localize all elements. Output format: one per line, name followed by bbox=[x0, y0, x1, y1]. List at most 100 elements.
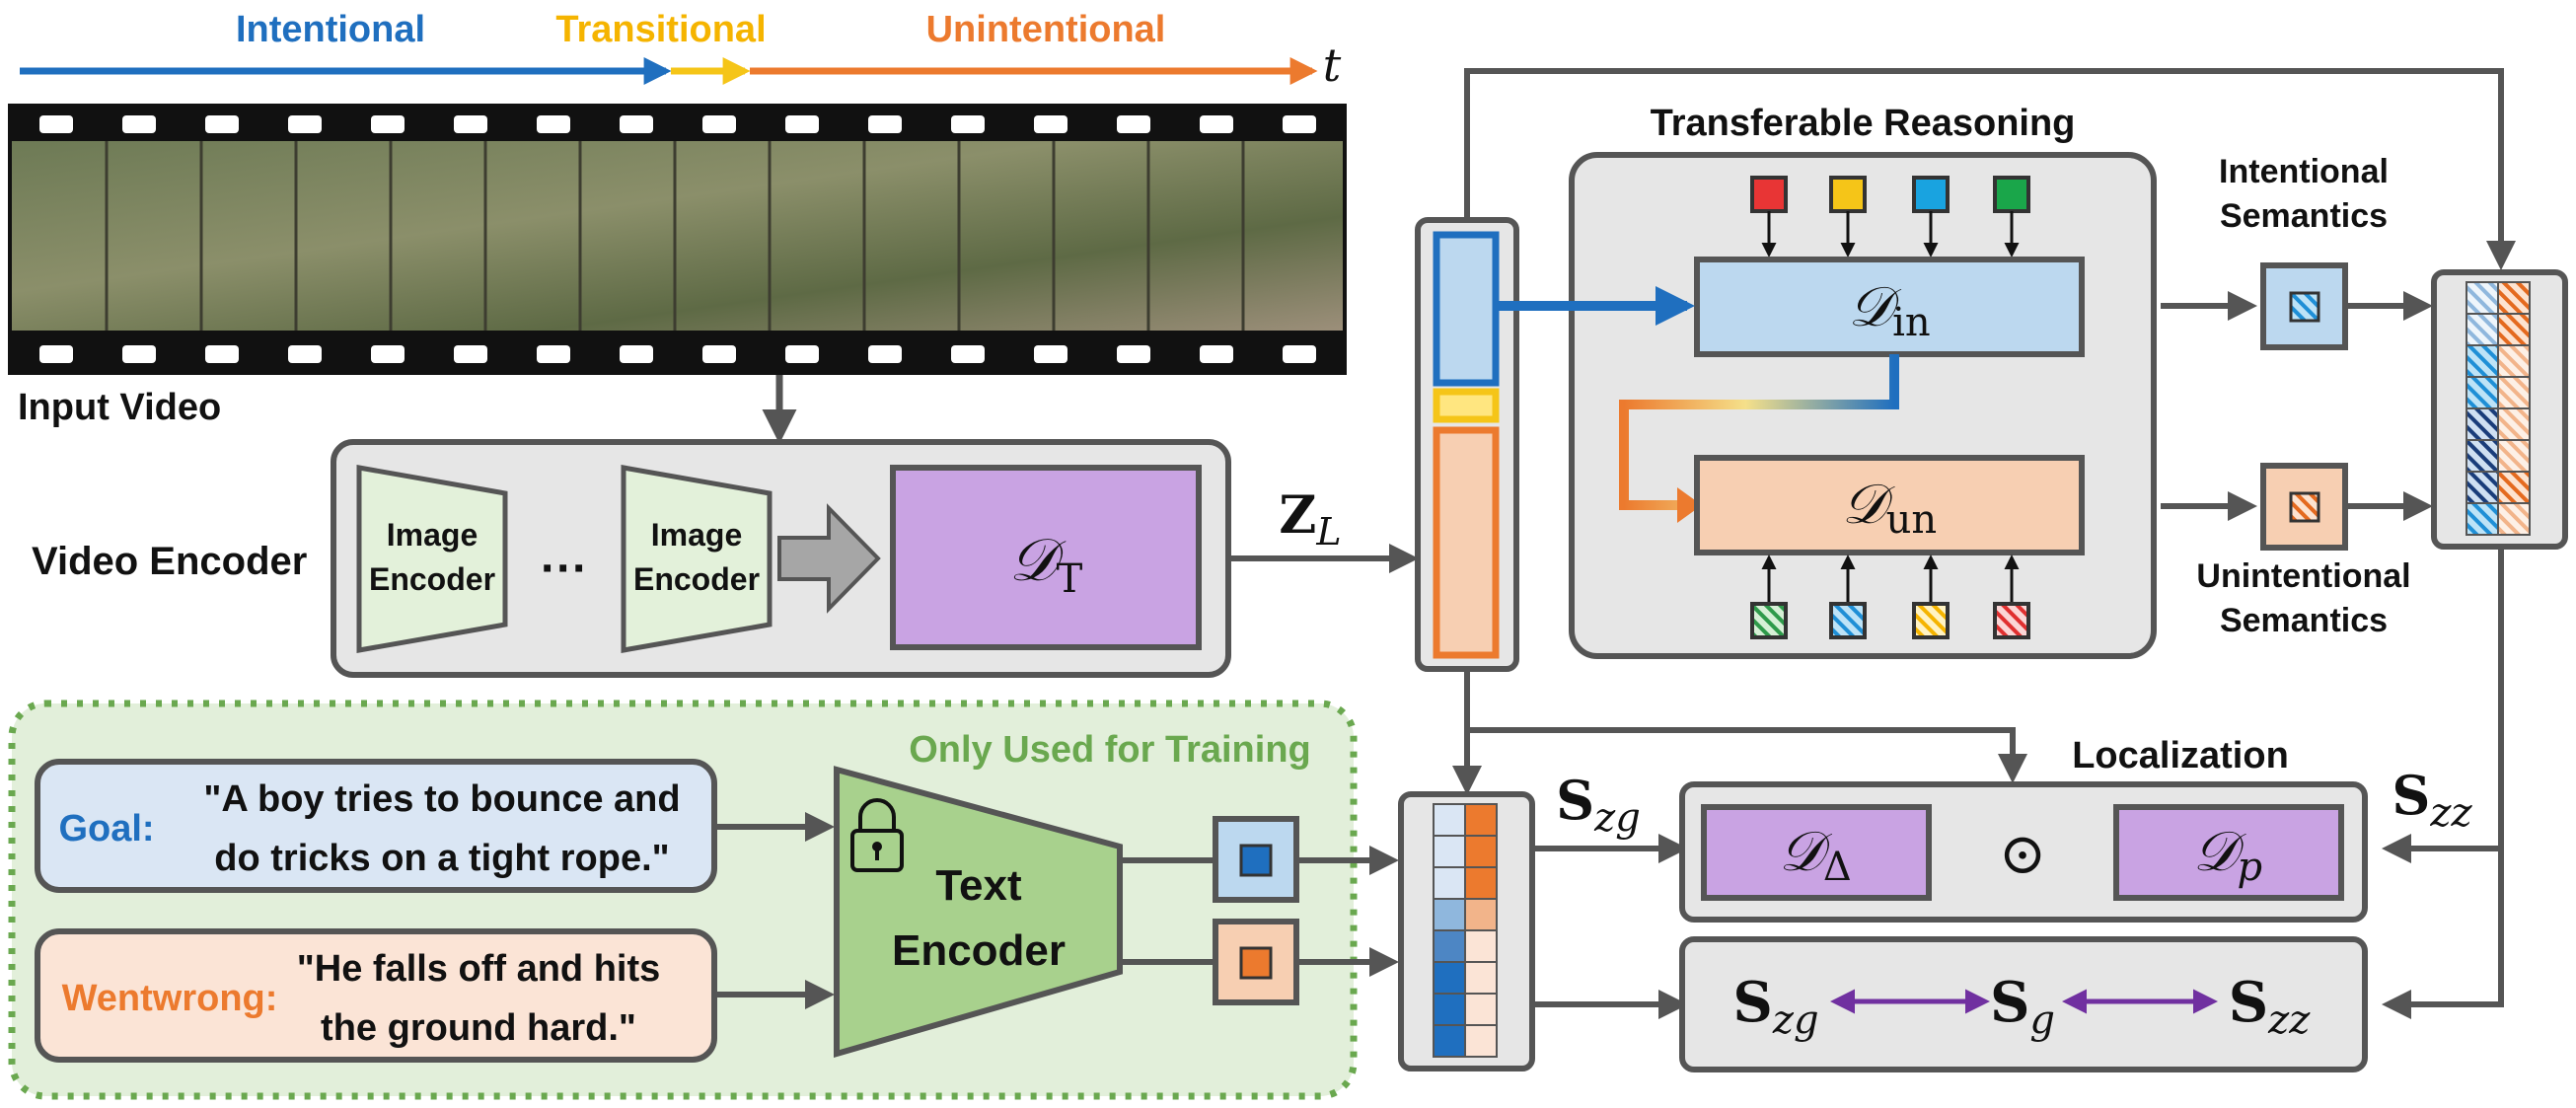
bank-cell bbox=[2497, 281, 2531, 315]
intentional-semantics-line2: Semantics bbox=[2220, 197, 2388, 235]
similarity-box bbox=[1679, 936, 2368, 1072]
text-bank-cell bbox=[1464, 1024, 1498, 1058]
bank-cell bbox=[2497, 502, 2531, 536]
text-bank-cell bbox=[1464, 961, 1498, 995]
transferable-reasoning-title: Transferable Reasoning bbox=[1651, 103, 2076, 144]
s-zg-label-left: Szg bbox=[1556, 769, 1641, 841]
intentional-semantics-line1: Intentional bbox=[2219, 153, 2389, 190]
sprocket-hole bbox=[868, 345, 902, 363]
bank-cell bbox=[2497, 344, 2531, 378]
sprocket-hole bbox=[1200, 345, 1233, 363]
bank-cell bbox=[2466, 439, 2499, 473]
text-bank-cell bbox=[1464, 866, 1498, 900]
sprocket-hole bbox=[702, 345, 736, 363]
sprocket-hole bbox=[39, 345, 73, 363]
timeline-intentional-label: Intentional bbox=[236, 9, 425, 50]
sprocket-hole bbox=[454, 115, 487, 133]
sprocket-hole bbox=[785, 115, 819, 133]
sprocket-hole bbox=[288, 345, 322, 363]
z-l-unintentional-segment bbox=[1433, 426, 1500, 659]
wentwrong-text-line1: "He falls off and hits bbox=[297, 948, 661, 990]
goal-label: Goal: bbox=[58, 808, 154, 849]
wentwrong-text-line2: the ground hard." bbox=[321, 1007, 636, 1049]
d-in-box bbox=[1694, 257, 2085, 357]
sprocket-hole bbox=[122, 345, 156, 363]
film-sprocket-holes-bottom bbox=[39, 345, 1316, 363]
s-zz-label: Szz bbox=[2229, 970, 2312, 1043]
sprocket-hole bbox=[122, 115, 156, 133]
s-zz-label-right: Szz bbox=[2392, 764, 2472, 836]
sprocket-hole bbox=[371, 345, 405, 363]
text-bank-cell bbox=[1433, 1024, 1466, 1058]
z-l-transitional-segment bbox=[1433, 388, 1500, 423]
din-to-dun-transfer-arrow bbox=[1619, 354, 1899, 510]
sprocket-hole bbox=[702, 115, 736, 133]
bank-cell bbox=[2497, 376, 2531, 409]
sprocket-hole bbox=[951, 345, 985, 363]
goal-text-line2: do tricks on a tight rope." bbox=[214, 838, 669, 879]
unintentional-semantics-line1: Unintentional bbox=[2196, 557, 2410, 595]
sprocket-hole bbox=[1117, 115, 1150, 133]
bank-cell bbox=[2466, 313, 2499, 346]
odot-operator: ⊙ bbox=[1999, 820, 2047, 887]
input-video-filmstrip bbox=[8, 104, 1347, 375]
bank-cell bbox=[2466, 344, 2499, 378]
lock-icon bbox=[850, 798, 904, 872]
text-bank-cell bbox=[1433, 866, 1466, 900]
sprocket-hole bbox=[868, 115, 902, 133]
bank-cell bbox=[2466, 407, 2499, 441]
text-bank-cell bbox=[1464, 835, 1498, 868]
d-un-box bbox=[1694, 455, 2085, 555]
timeline: Intentional Transitional Unintentional t bbox=[20, 9, 1342, 92]
sprocket-hole bbox=[1034, 345, 1067, 363]
temporal-decoder-box bbox=[890, 465, 1202, 650]
video-encoder-label: Video Encoder bbox=[32, 540, 307, 583]
svg-text:Image: Image bbox=[387, 517, 478, 553]
text-bank-cell bbox=[1464, 898, 1498, 931]
timeline-t-label: t bbox=[1323, 38, 1342, 92]
unintentional-semantics-token-inner bbox=[2289, 491, 2320, 523]
unintentional-query-tokens bbox=[1750, 554, 2030, 639]
bank-cell bbox=[2497, 407, 2531, 441]
text-bank-cell bbox=[1464, 929, 1498, 963]
sprocket-hole bbox=[785, 345, 819, 363]
bank-cell bbox=[2466, 471, 2499, 504]
bank-cell bbox=[2466, 281, 2499, 315]
bank-cell bbox=[2466, 376, 2499, 409]
timeline-unintentional-label: Unintentional bbox=[926, 9, 1166, 50]
sprocket-hole bbox=[371, 115, 405, 133]
sprocket-hole bbox=[454, 345, 487, 363]
text-bank-cell bbox=[1464, 993, 1498, 1026]
s-zg-label: Szg bbox=[1732, 970, 1818, 1043]
film-frame-dividers bbox=[105, 141, 1245, 331]
goal-text-line1: "A boy tries to bounce and bbox=[203, 778, 680, 820]
text-feature-bank bbox=[1398, 791, 1535, 1071]
sprocket-hole bbox=[620, 115, 653, 133]
text-encoder-line1: Text bbox=[935, 861, 1022, 910]
top-feedback-arrow bbox=[1464, 68, 2516, 270]
bank-feedback-arrow bbox=[2382, 547, 2504, 1019]
bank-cell bbox=[2497, 313, 2531, 346]
sprocket-hole bbox=[1200, 115, 1233, 133]
sprocket-hole bbox=[620, 345, 653, 363]
sprocket-hole bbox=[288, 115, 322, 133]
d-p-box bbox=[2113, 804, 2344, 901]
bank-cell bbox=[2466, 502, 2499, 536]
svg-text:Encoder: Encoder bbox=[633, 561, 760, 597]
sprocket-hole bbox=[537, 115, 570, 133]
unintentional-semantics-line2: Semantics bbox=[2220, 602, 2388, 639]
bank-cell bbox=[2497, 471, 2531, 504]
intentional-semantics-token-inner bbox=[2289, 291, 2320, 323]
film-sprocket-holes-top bbox=[39, 115, 1316, 133]
svg-text:Image: Image bbox=[651, 517, 742, 553]
sprocket-hole bbox=[1283, 115, 1316, 133]
sprocket-hole bbox=[1283, 345, 1316, 363]
image-encoder-2: Image Encoder bbox=[621, 465, 773, 653]
bank-cell bbox=[2497, 439, 2531, 473]
d-p-label: 𝒟p bbox=[2193, 820, 2262, 890]
image-encoder-ellipsis: ··· bbox=[541, 543, 588, 595]
text-bank-cell bbox=[1464, 803, 1498, 837]
sprocket-hole bbox=[1117, 345, 1150, 363]
encoder-flow-arrow bbox=[777, 503, 881, 614]
